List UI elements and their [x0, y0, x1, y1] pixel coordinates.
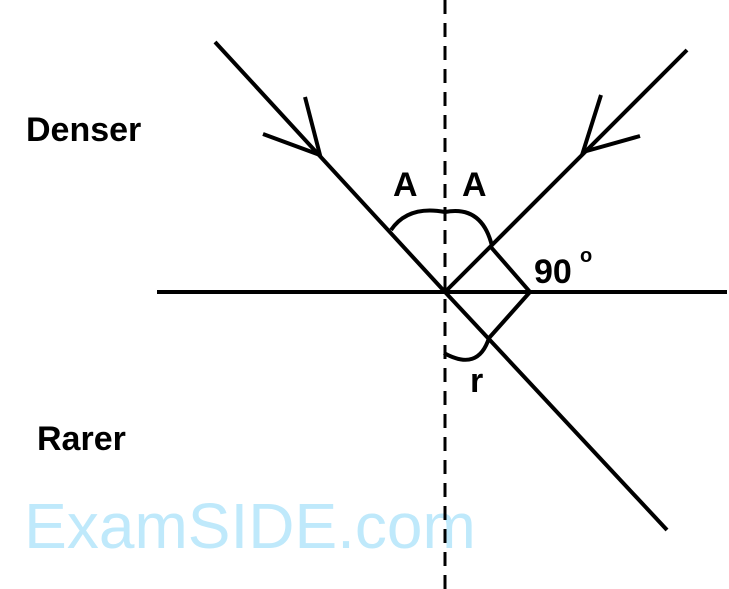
incident-arrow-icon	[262, 96, 323, 159]
incident-ray	[213, 40, 447, 294]
angle-a-left-label: A	[393, 166, 418, 204]
angle-r-label: r	[470, 362, 483, 400]
right-angle-marker	[487, 244, 533, 340]
second-ray-arrow-icon	[579, 94, 641, 155]
refracted-ray	[443, 290, 669, 532]
angle-arc-reflected	[444, 209, 494, 247]
denser-label: Denser	[26, 111, 141, 149]
second-ray	[443, 48, 689, 294]
angle-arc-incident	[389, 208, 446, 232]
rarer-label: Rarer	[37, 420, 126, 458]
degree-sup: o	[580, 245, 592, 267]
right-angle-label: 90	[534, 253, 572, 291]
angle-a-right-label: A	[462, 166, 487, 204]
watermark: ExamSIDE.com	[24, 490, 476, 562]
angle-arc-refracted	[443, 337, 491, 362]
